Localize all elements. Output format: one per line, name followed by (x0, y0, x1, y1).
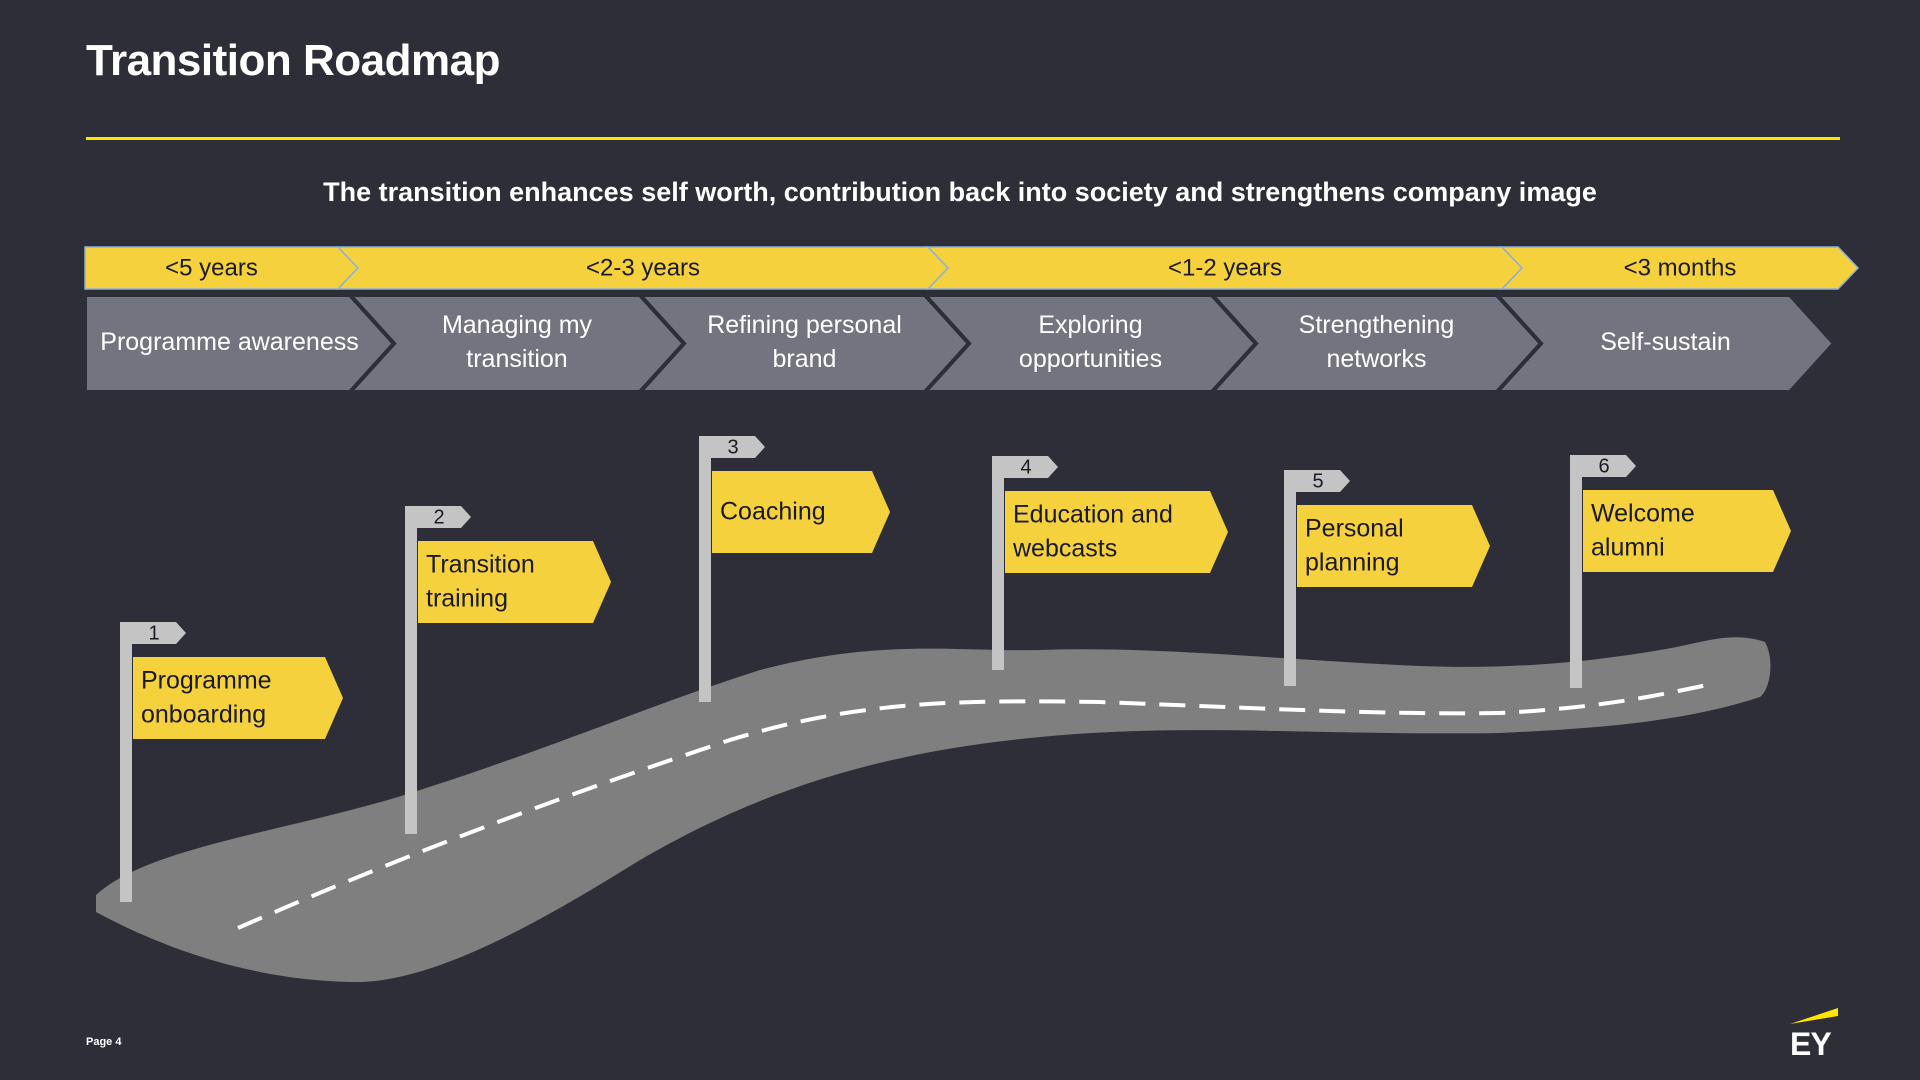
flag-pole (992, 456, 1004, 670)
phase-chevron (345, 293, 687, 394)
milestone-label-line: onboarding (141, 701, 266, 729)
phase-chevron (1492, 293, 1837, 394)
ey-logo-beam-icon (1790, 1008, 1838, 1024)
milestone-banner (712, 471, 890, 553)
page-subtitle: The transition enhances self worth, cont… (323, 177, 1597, 207)
title-divider (86, 137, 1840, 140)
phase-label: Self-sustain (1600, 328, 1731, 356)
phase-label: Exploring (1038, 311, 1142, 339)
flag-number-tag (1570, 455, 1636, 477)
milestone-label-line: Transition (426, 551, 535, 579)
milestone-label: Coaching (720, 498, 826, 526)
phase-label: brand (773, 345, 837, 373)
milestone-label: Transition training (426, 551, 535, 613)
page-title: Transition Roadmap (86, 36, 500, 85)
flag-number-tag (699, 436, 765, 458)
milestone-label-line: Programme (141, 667, 272, 695)
ey-logo: EY (1790, 1026, 1832, 1062)
milestone-label-line: training (426, 585, 508, 613)
milestone-label: Programme onboarding (141, 667, 272, 729)
page-number: Page 4 (86, 1036, 122, 1048)
milestone-label: Personal planning (1305, 515, 1404, 577)
milestone-label-line: alumni (1591, 534, 1665, 562)
milestone-banner (418, 541, 611, 623)
phase-chevron (635, 293, 972, 394)
flag-number-tag (405, 506, 471, 528)
milestone-label-line: Welcome (1591, 500, 1695, 528)
phase-label: transition (466, 345, 567, 373)
road-center-line (237, 682, 1713, 930)
flag-pole (1284, 470, 1296, 686)
timeline-label: <1-2 years (1168, 254, 1282, 281)
timeline-label: <3 months (1624, 254, 1737, 281)
milestone-banner (1297, 505, 1490, 587)
milestone-label-line: Personal (1305, 515, 1404, 543)
milestone-banner (1583, 490, 1791, 572)
flag-pole (120, 622, 132, 902)
phase-label: opportunities (1019, 345, 1162, 373)
phase-label: Programme awareness (100, 328, 358, 356)
flag-number-tag (1284, 470, 1350, 492)
milestone-label-line: Coaching (720, 498, 826, 526)
phase-chevron (920, 293, 1259, 394)
milestone-number: 6 (1598, 455, 1609, 477)
timeline-segment (1500, 246, 1860, 290)
milestone-label-line: planning (1305, 549, 1400, 577)
phase-label: Strengthening (1299, 311, 1455, 339)
phase-label: Managing my (442, 311, 593, 339)
milestone-label: Welcome alumni (1591, 500, 1695, 562)
milestone-number: 3 (727, 436, 738, 458)
flag-number-tag (992, 456, 1058, 478)
flag-pole (1570, 455, 1582, 688)
phase-chevron (1207, 293, 1544, 394)
milestone-number: 4 (1020, 456, 1031, 478)
timeline-label: <5 years (165, 254, 258, 281)
road (96, 637, 1771, 982)
phase-label: networks (1326, 345, 1426, 373)
milestone-banner (1005, 491, 1228, 573)
phase-label: Refining personal (707, 311, 902, 339)
flag-number-tag (120, 622, 186, 644)
timeline-label: <2-3 years (586, 254, 700, 281)
milestone-number: 2 (433, 506, 444, 528)
milestone-number: 1 (148, 622, 159, 644)
milestone-label-line: Education and (1013, 501, 1173, 529)
milestone-banner (133, 657, 343, 739)
flag-pole (405, 506, 417, 834)
flag-pole (699, 436, 711, 702)
milestone-number: 5 (1312, 470, 1323, 492)
milestone-label: Education and webcasts (1012, 501, 1173, 563)
milestone-label-line: webcasts (1012, 535, 1117, 563)
